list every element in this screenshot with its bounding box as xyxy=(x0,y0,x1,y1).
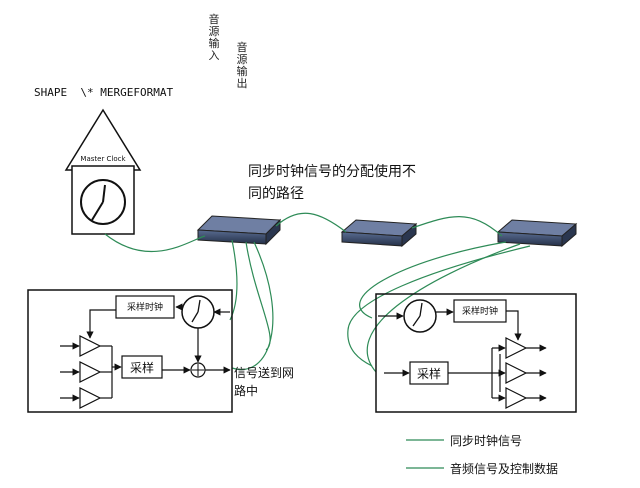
network-switch-icon xyxy=(196,215,282,246)
amplifier-icon xyxy=(79,335,102,409)
legend-audio-label: 音频信号及控制数据 xyxy=(450,462,559,476)
amplifier-icon xyxy=(505,337,528,409)
left-sample-clock-label: 采样时钟 xyxy=(126,303,163,313)
network-cables xyxy=(104,212,531,373)
master-clock-icon xyxy=(64,108,142,235)
legend-sync-label: 同步时钟信号 xyxy=(450,434,523,448)
right-system-box xyxy=(375,293,577,413)
audio-input-label: 音源输入 xyxy=(208,13,220,62)
left-system-box xyxy=(27,289,233,413)
audio-output-label: 音源输出 xyxy=(236,41,248,90)
network-switch-icon xyxy=(496,219,578,248)
to-network-line1: 信号送到网 xyxy=(234,366,295,380)
network-switch-icon xyxy=(340,219,418,248)
title-line1: 同步时钟信号的分配使用不 xyxy=(248,164,416,180)
master-clock-label: Master Clock xyxy=(80,155,126,163)
shape-code-text: SHAPE \* MERGEFORMAT xyxy=(34,86,174,99)
right-sample-clock-label: 采样时钟 xyxy=(461,307,498,317)
title-line2: 同的路径 xyxy=(248,186,304,202)
left-sample-label: 采样 xyxy=(129,361,154,375)
right-sample-label: 采样 xyxy=(416,367,441,381)
to-network-line2: 路中 xyxy=(234,384,259,398)
